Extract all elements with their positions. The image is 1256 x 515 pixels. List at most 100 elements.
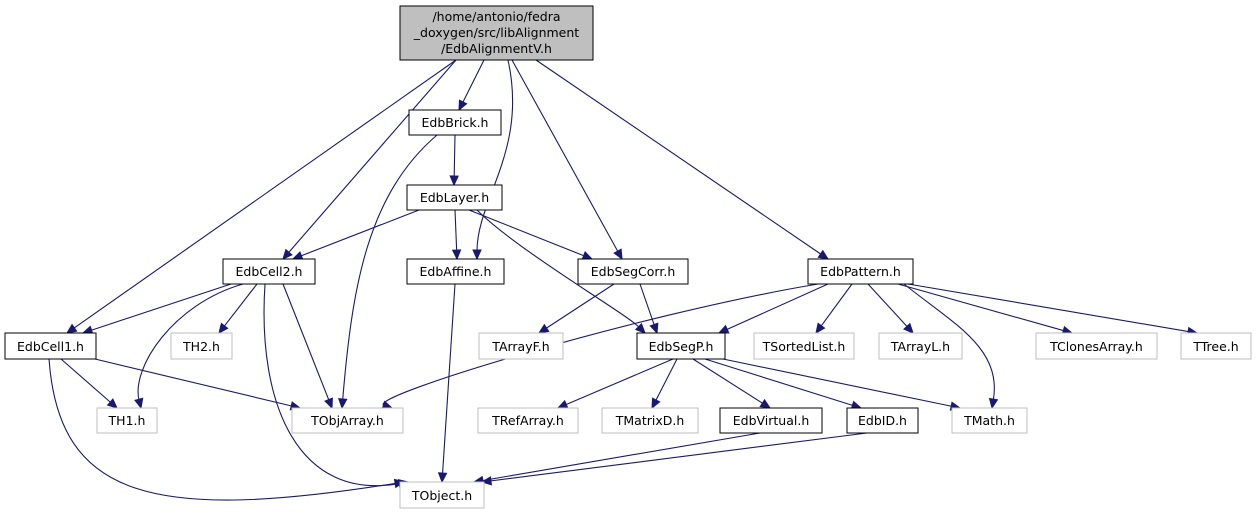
node-edblayer-h[interactable]: EdbLayer.h xyxy=(406,184,503,211)
edge-line xyxy=(639,283,655,326)
node-label: EdbCell2.h xyxy=(236,264,303,279)
node-label: EdbPattern.h xyxy=(820,264,901,279)
node-label: TRefArray.h xyxy=(491,413,564,428)
edge-main-to-affine xyxy=(472,59,514,261)
edge-line xyxy=(692,358,764,405)
node-tarrayf-h: TArrayF.h xyxy=(478,332,564,360)
arrowhead-icon xyxy=(634,322,646,334)
node-th1-h: TH1.h xyxy=(96,407,158,434)
edge-main-to-segcorr xyxy=(511,59,623,261)
arrowhead-icon xyxy=(449,175,459,187)
edge-brick-to-tobjarray xyxy=(338,134,438,410)
node-label: TH1.h xyxy=(108,413,146,428)
arrowhead-icon xyxy=(717,324,730,334)
edge-line xyxy=(468,209,585,257)
edge-line xyxy=(342,134,438,401)
edge-main-to-cell1 xyxy=(65,59,457,334)
node-edbvirtual-h[interactable]: EdbVirtual.h xyxy=(719,407,823,434)
edge-line xyxy=(655,358,678,402)
edge-line xyxy=(820,283,853,327)
node-label: EdbBrick.h xyxy=(422,115,489,130)
arrowhead-icon xyxy=(556,399,569,409)
edge-line xyxy=(545,283,615,330)
node-label: EdbVirtual.h xyxy=(733,413,810,428)
arrowhead-icon xyxy=(338,398,348,410)
edge-layer-to-segcorr xyxy=(468,209,594,260)
node-label: EdbSegCorr.h xyxy=(591,264,676,279)
edge-layer-to-cell2 xyxy=(291,209,420,261)
node-edbpattern-h[interactable]: EdbPattern.h xyxy=(807,258,914,285)
edge-layer-to-segp xyxy=(476,209,646,334)
edge-pattern-to-tarrayl xyxy=(867,283,914,334)
edge-segcorr-to-tarrayf xyxy=(537,283,615,334)
edge-line xyxy=(73,59,457,329)
node-edbsegcorr-h[interactable]: EdbSegCorr.h xyxy=(577,258,689,285)
edge-segp-to-trefarray xyxy=(556,358,674,409)
edge-line xyxy=(476,59,514,252)
edge-cell2-to-tobject xyxy=(263,283,410,489)
edge-line xyxy=(48,358,397,501)
arrowhead-icon xyxy=(451,249,462,261)
edge-line xyxy=(511,59,619,253)
edge-main-to-cell2 xyxy=(282,59,457,260)
edge-line xyxy=(907,283,1190,333)
node-label: TClonesArray.h xyxy=(1049,339,1143,354)
arrowhead-icon xyxy=(480,476,493,486)
node-label: TMatrixD.h xyxy=(615,413,685,428)
edge-cell2-to-tobjarray xyxy=(282,283,333,410)
node-label: TArrayL.h xyxy=(890,339,950,354)
arrowhead-icon xyxy=(282,248,293,260)
node-label: TObjArray.h xyxy=(310,413,384,428)
edge-line xyxy=(282,283,330,401)
edge-line xyxy=(903,283,995,401)
edge-main-to-brick xyxy=(458,59,485,112)
edge-line xyxy=(726,283,829,331)
node-edbbrick-h[interactable]: EdbBrick.h xyxy=(408,109,502,136)
edge-segp-to-edbid xyxy=(704,358,863,410)
node-edbcell2-h[interactable]: EdbCell2.h xyxy=(222,258,316,285)
edge-line xyxy=(867,283,908,328)
arrowhead-icon xyxy=(458,99,468,112)
node-trefarray-h: TRefArray.h xyxy=(477,407,579,434)
edge-pattern-to-tclonesarray xyxy=(897,283,1074,336)
edge-line xyxy=(60,358,112,404)
edge-edbvirtual-to-tobject xyxy=(472,432,761,486)
arrowhead-icon xyxy=(65,323,78,334)
edge-line xyxy=(137,283,244,401)
node-label: EdbAffine.h xyxy=(420,264,492,279)
arrowhead-icon xyxy=(988,397,999,410)
node-ttree-h: TTree.h xyxy=(1180,332,1252,360)
node-label: TMath.h xyxy=(963,413,1015,428)
node-edbalignmentv-h: /home/antonio/fedra _doxygen/src/libAlig… xyxy=(399,5,594,61)
node-main-line-3: /EdbAlignmentV.h xyxy=(441,41,552,56)
node-tmatrixd-h: TMatrixD.h xyxy=(601,407,699,434)
node-edbaffine-h[interactable]: EdbAffine.h xyxy=(406,258,505,285)
node-label: EdbSegP.h xyxy=(649,339,714,354)
arrowhead-icon xyxy=(581,251,594,260)
edge-pattern-to-segp xyxy=(717,283,829,334)
node-edbcell1-h[interactable]: EdbCell1.h xyxy=(4,332,97,360)
edge-line xyxy=(565,358,674,406)
edge-line xyxy=(441,283,456,475)
edge-line xyxy=(300,209,420,257)
edge-line xyxy=(263,283,401,487)
edge-line xyxy=(481,432,761,482)
node-edbid-h[interactable]: EdbID.h xyxy=(846,407,919,434)
node-label: TObject.h xyxy=(411,488,472,503)
node-tarrayl-h: TArrayL.h xyxy=(878,332,963,360)
edge-segcorr-to-segp xyxy=(639,283,659,335)
arrowhead-icon xyxy=(815,322,826,334)
edge-affine-to-tobject xyxy=(437,283,456,484)
node-edbsegp-h[interactable]: EdbSegP.h xyxy=(636,332,726,360)
node-label: EdbCell1.h xyxy=(17,339,84,354)
arrowhead-icon xyxy=(472,249,482,261)
node-label: TTree.h xyxy=(1192,339,1238,354)
node-tsortedlist-h: TSortedList.h xyxy=(753,332,855,360)
edge-cell2-to-cell1 xyxy=(81,283,232,335)
arrowhead-icon xyxy=(134,397,144,410)
edge-line xyxy=(489,432,868,482)
arrowhead-icon xyxy=(759,398,772,409)
edge-cell1-to-tobjarray xyxy=(94,358,302,411)
node-main-line-1: /home/antonio/fedra xyxy=(432,9,560,24)
